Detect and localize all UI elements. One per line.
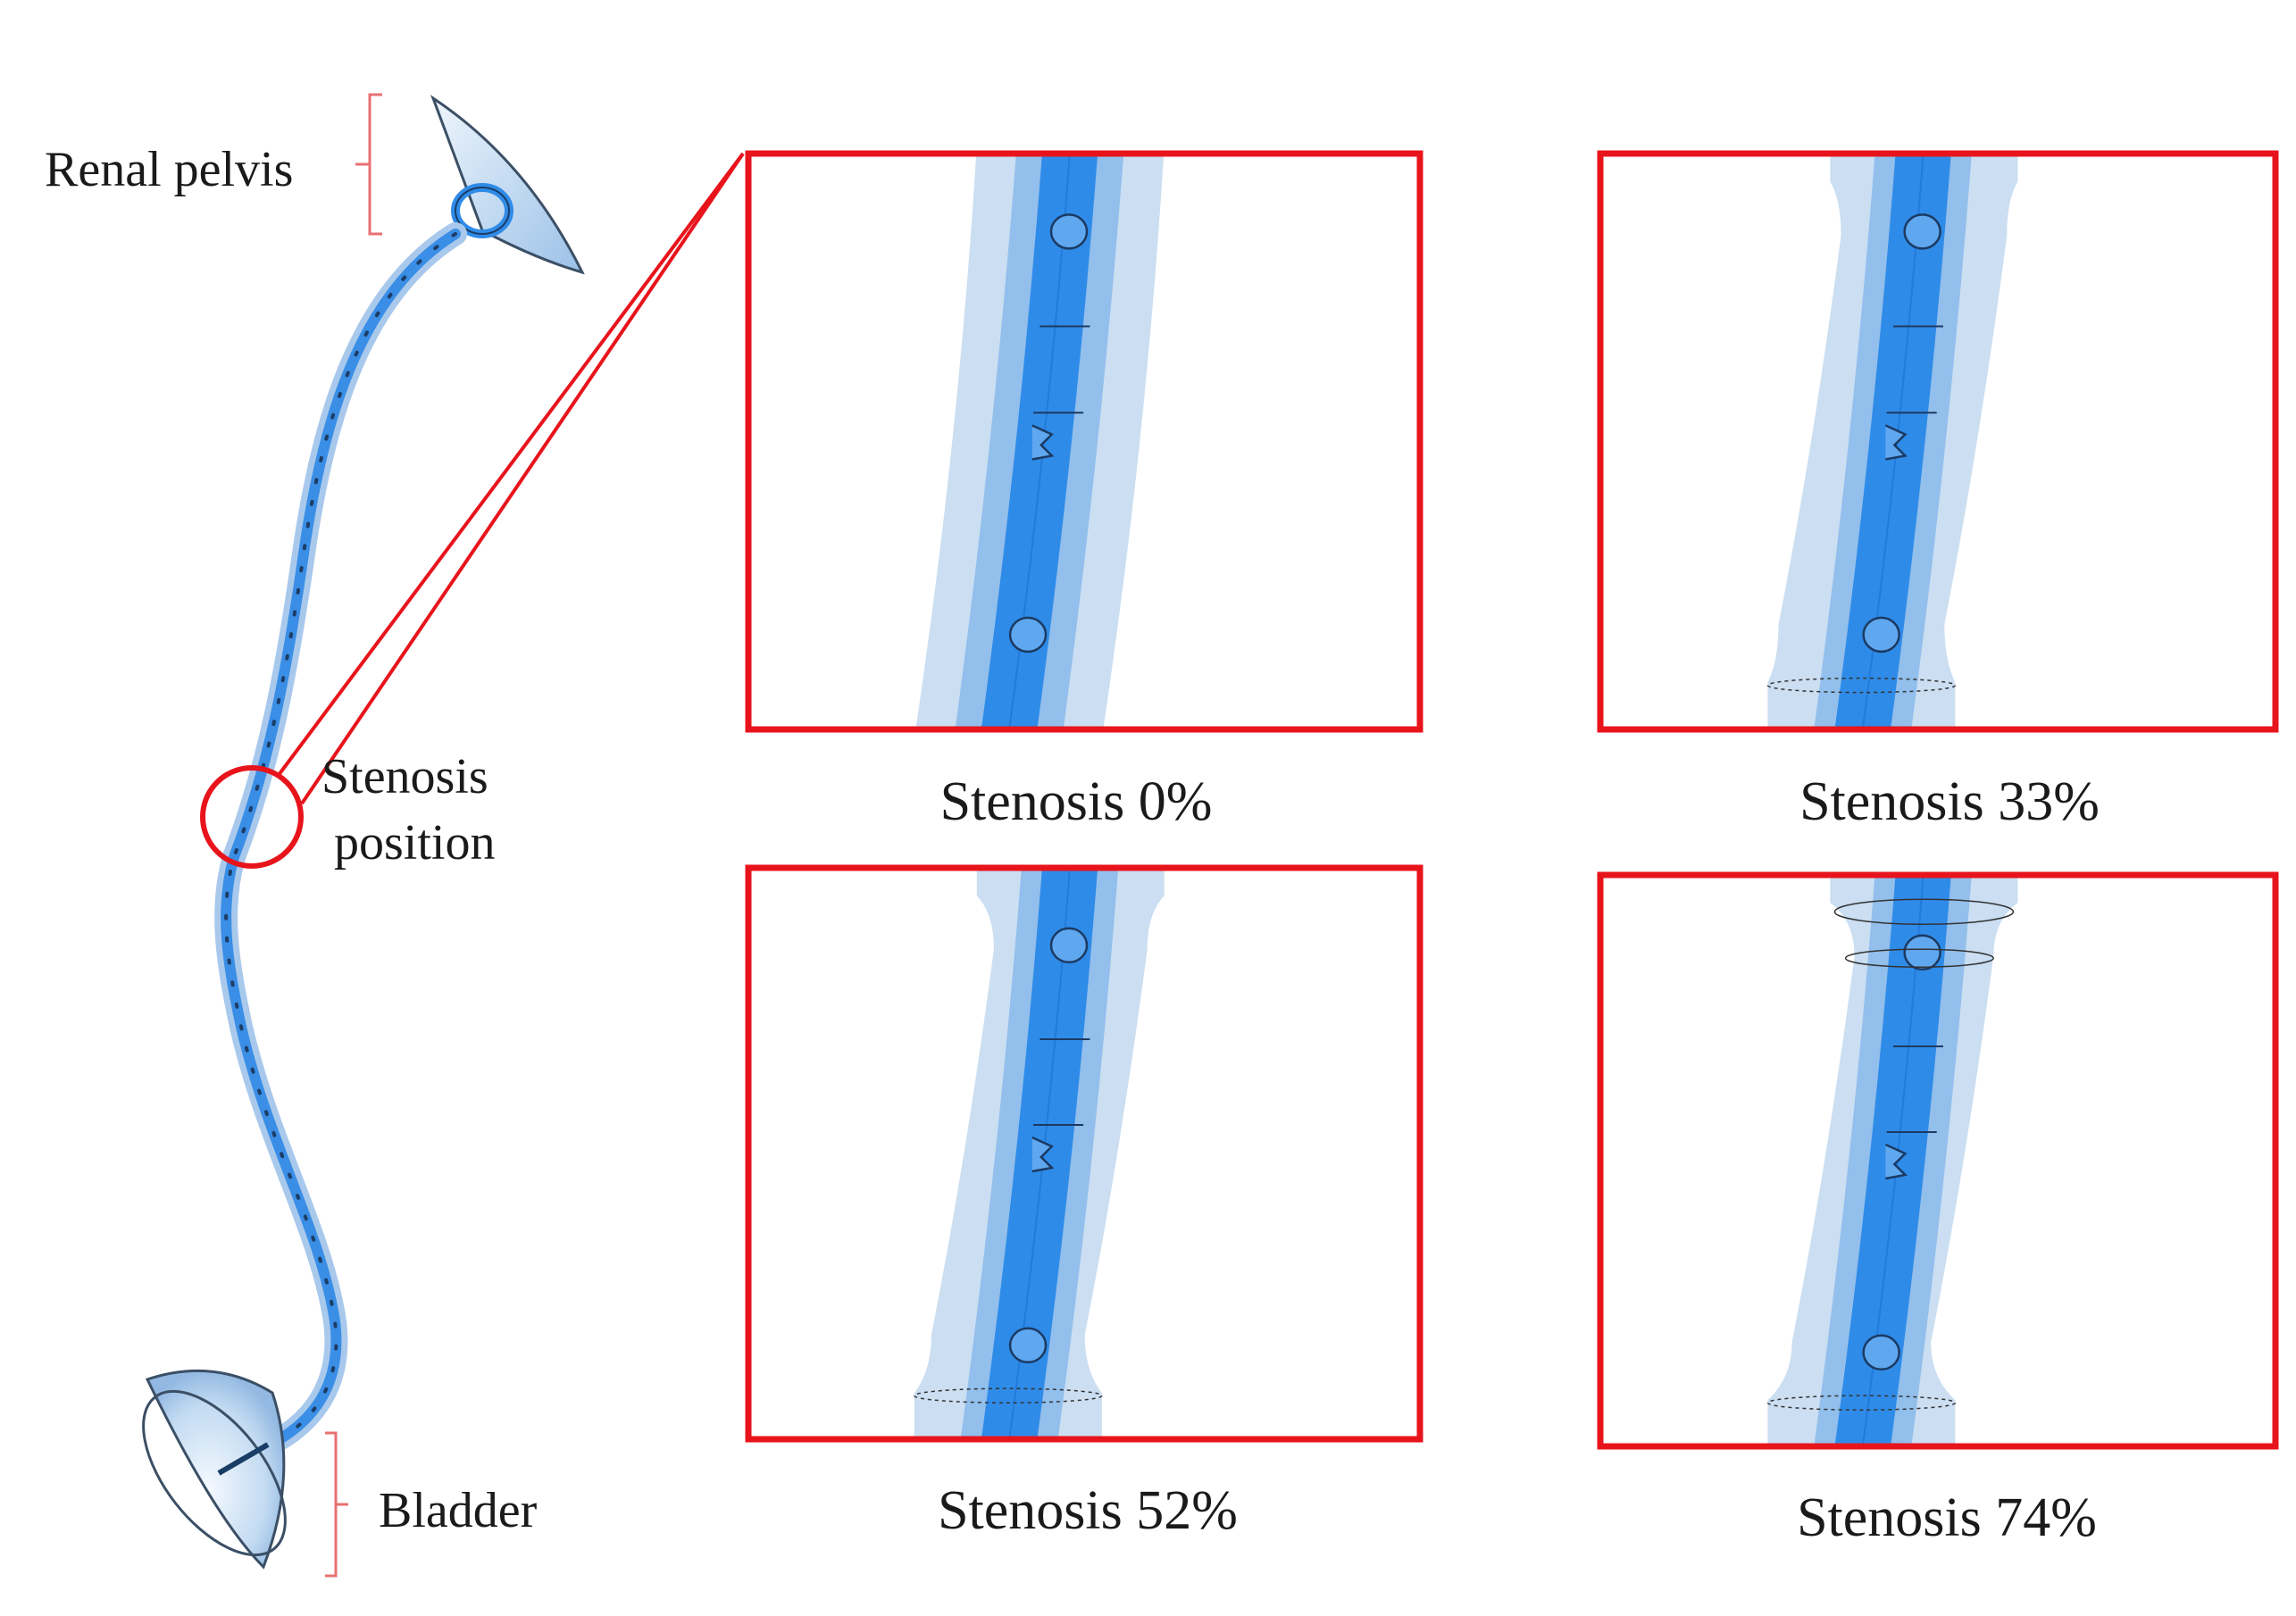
renal-pelvis-shape bbox=[430, 95, 585, 275]
stenosis-boundary bbox=[1833, 898, 2015, 925]
stenosis-panels bbox=[745, 150, 2279, 1450]
stenosis-boundary bbox=[914, 1387, 1103, 1404]
zoom-line-lower bbox=[300, 152, 745, 805]
stenosis-position-label-line1: Stenosis bbox=[321, 749, 488, 804]
stent-valve-notch bbox=[1031, 1136, 1055, 1173]
zoom-frame bbox=[1597, 871, 2279, 1450]
stenosis-boundary bbox=[1766, 677, 1957, 694]
bladder-shape bbox=[142, 1369, 287, 1570]
stenosis-panel-0 bbox=[745, 150, 1424, 733]
stenosis-panel-52 bbox=[745, 864, 1424, 1443]
stent-side-hole bbox=[1008, 1327, 1048, 1364]
stent-side-hole bbox=[1049, 213, 1089, 250]
stenosis-boundary bbox=[1766, 1395, 1957, 1411]
stenosis-position-marker bbox=[200, 765, 304, 869]
stent-side-hole bbox=[1049, 927, 1089, 964]
stent-side-hole bbox=[1862, 616, 1900, 654]
stent-side-hole bbox=[1862, 1334, 1900, 1371]
zoom-line-upper bbox=[277, 152, 745, 777]
stent-valve-notch bbox=[1884, 1143, 1908, 1180]
stenosis-panel-74 bbox=[1597, 871, 2279, 1450]
stent-side-hole bbox=[1903, 213, 1941, 250]
stent-side-hole bbox=[1903, 934, 1941, 971]
zoom-frame bbox=[745, 864, 1424, 1443]
bladder-bracket bbox=[325, 1431, 348, 1578]
stent-valve-notch bbox=[1031, 424, 1055, 461]
renal-pelvis-bracket bbox=[355, 93, 382, 236]
panel-caption: Stenosis 0% bbox=[940, 771, 1213, 832]
stent-side-hole bbox=[1008, 616, 1048, 654]
panel-caption: Stenosis 74% bbox=[1797, 1487, 2097, 1548]
panel-caption: Stenosis 52% bbox=[938, 1480, 1238, 1541]
zoom-frame bbox=[1597, 150, 2279, 733]
stent-valve-notch bbox=[1884, 424, 1908, 461]
renal-pelvis-label: Renal pelvis bbox=[45, 142, 293, 197]
ureter-tube bbox=[214, 222, 467, 1458]
stenosis-position-label-line2: position bbox=[334, 815, 495, 870]
stenosis-panel-33 bbox=[1597, 150, 2279, 733]
full-ureter-model bbox=[142, 95, 745, 1570]
panel-caption: Stenosis 33% bbox=[1799, 771, 2100, 832]
zoom-frame bbox=[745, 150, 1424, 733]
bladder-label: Bladder bbox=[379, 1483, 538, 1538]
stenosis-boundary bbox=[1844, 948, 1994, 968]
